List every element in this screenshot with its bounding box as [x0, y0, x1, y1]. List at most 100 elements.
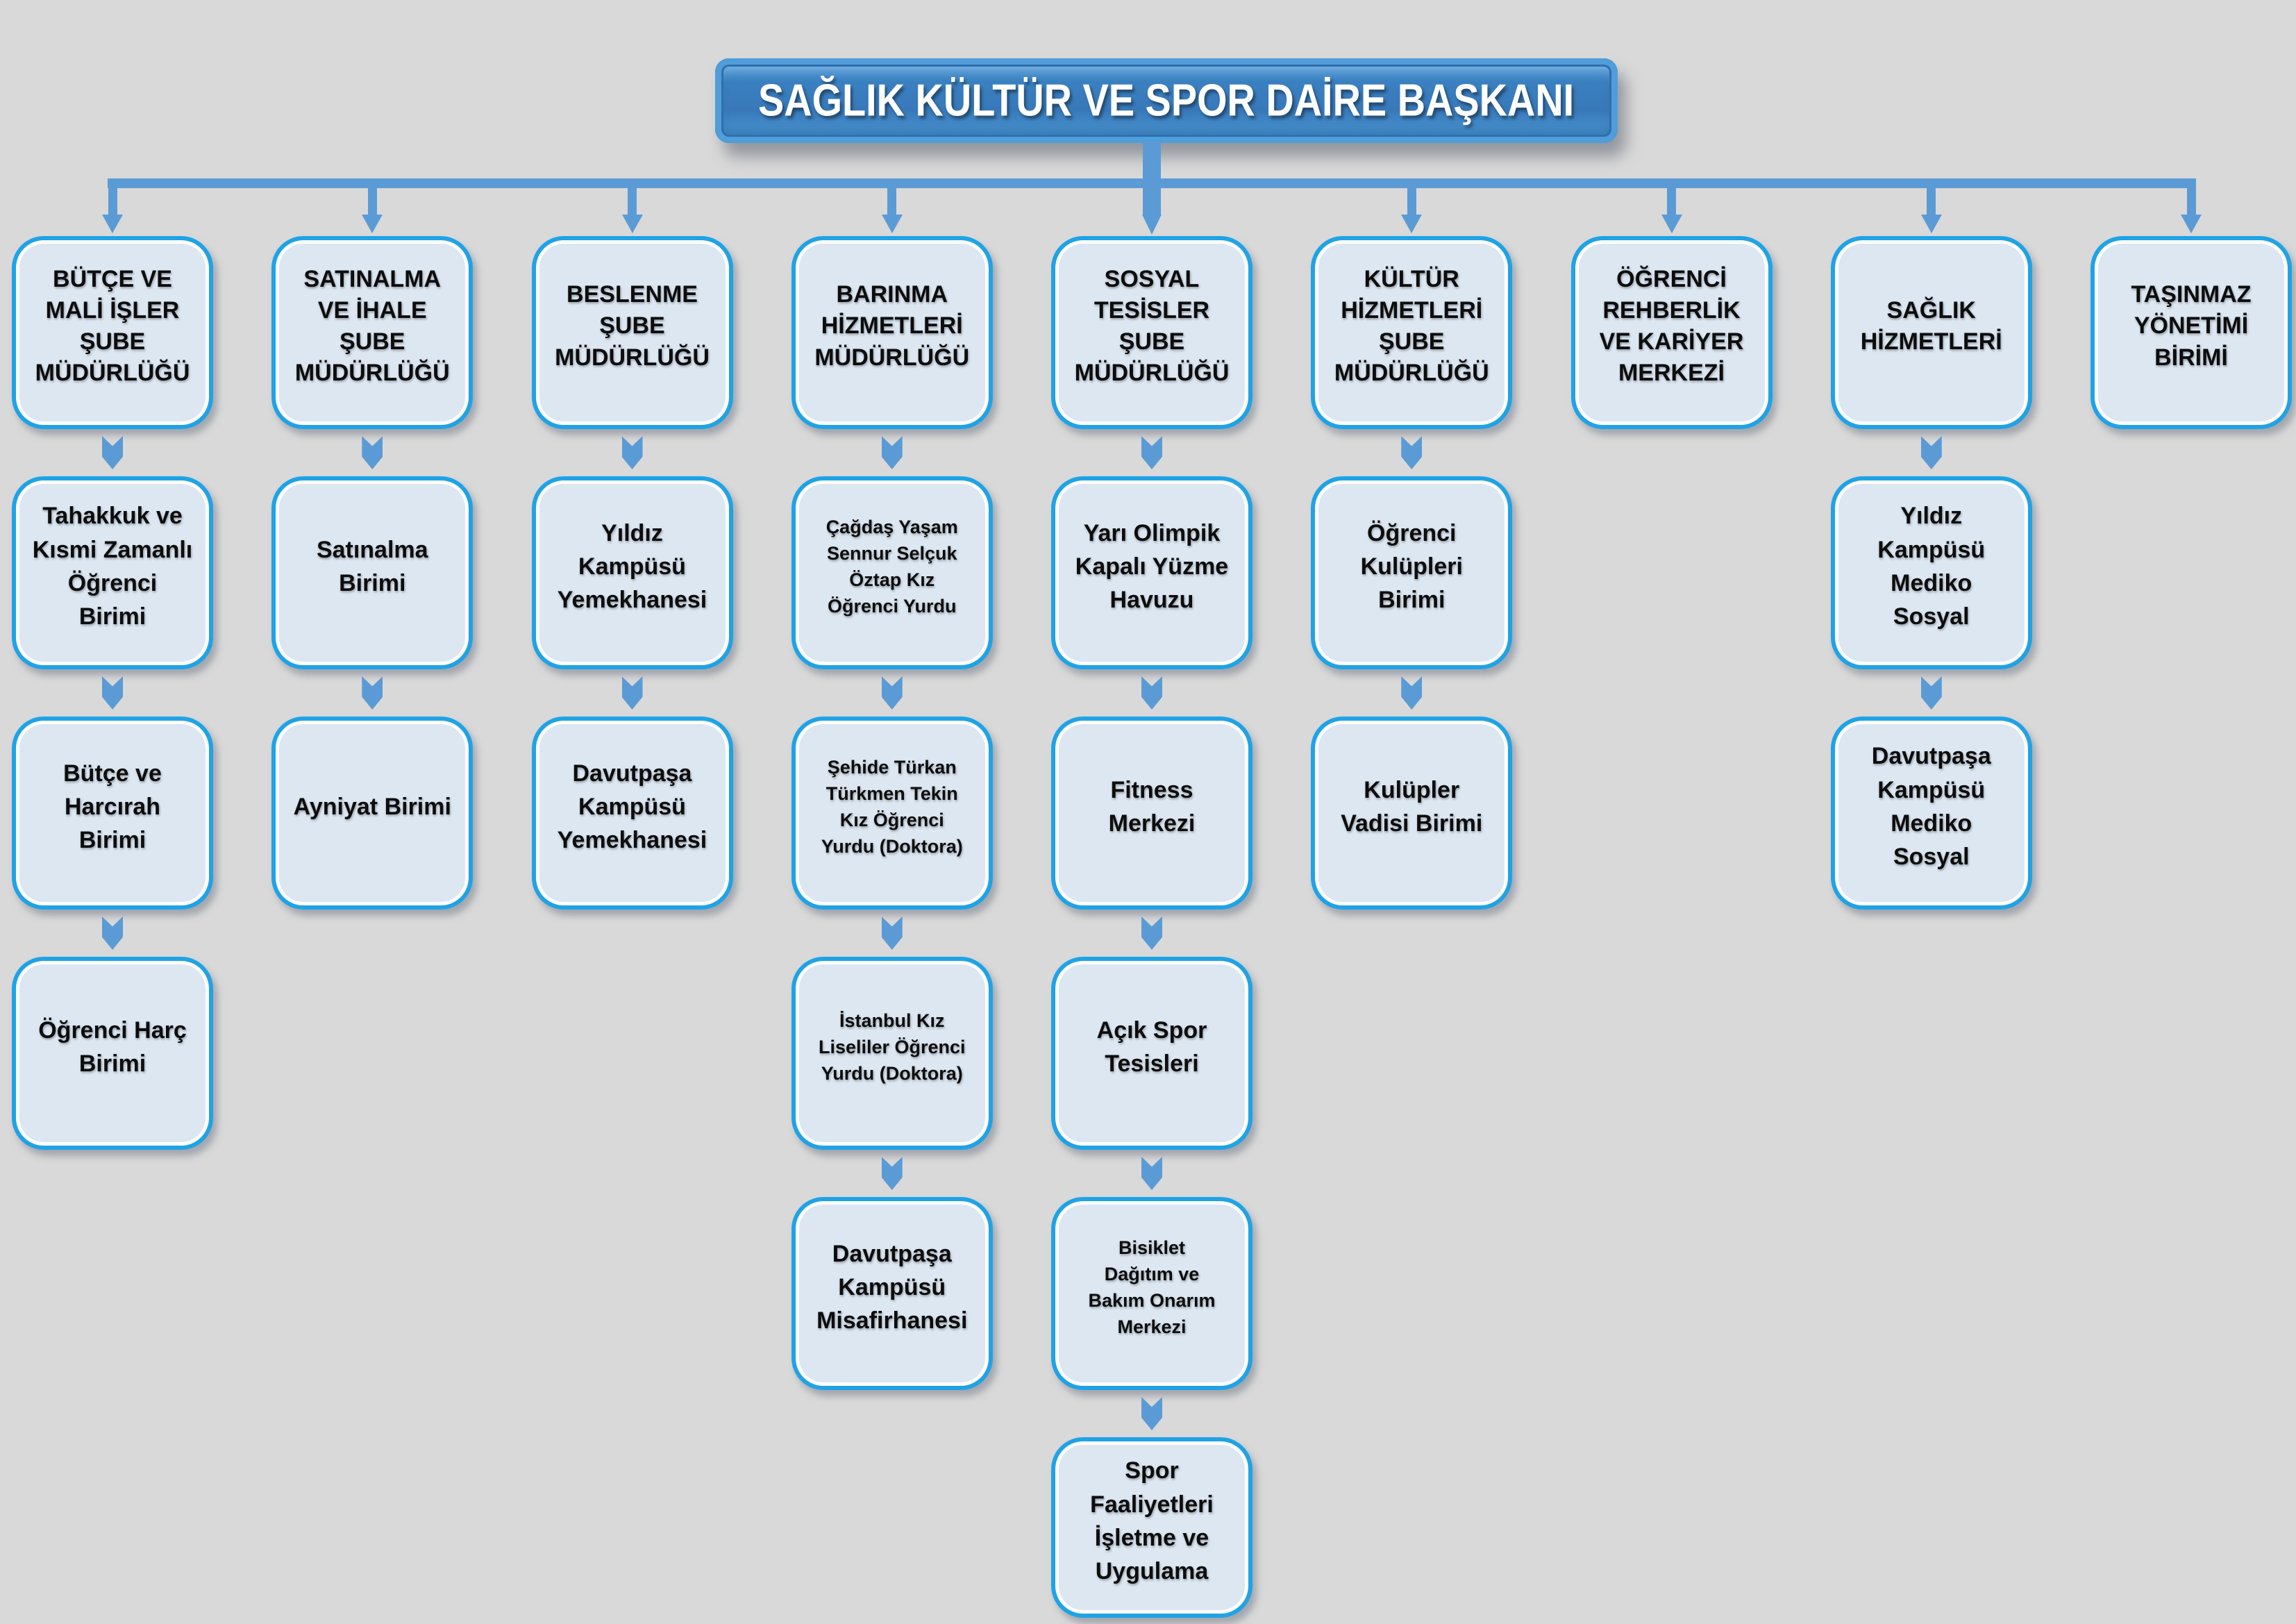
org-box-saglik-hizmetleri: SAĞLIK HİZMETLERİ — [1830, 236, 2032, 429]
chevron-down-connector — [621, 676, 643, 710]
org-box-saglik-hizmetleri-label: SAĞLIK HİZMETLERİ — [1860, 296, 2002, 355]
org-box-beslenme-child-2-label: Davutpaşa Kampüsü Yemekhanesi — [557, 760, 707, 854]
branch-drop-arrow-tip — [1920, 215, 1942, 233]
connector-gap — [1311, 429, 1512, 476]
chevron-down-connector — [362, 436, 383, 469]
org-box-kultur-hizmetleri-child-1: Öğrenci Kulüpleri Birimi — [1311, 476, 1513, 669]
org-box-barinma-hizmetleri-child-3: İstanbul Kız Liseliler Öğrenci Yurdu (Do… — [791, 957, 993, 1150]
branch-drop-line — [887, 185, 897, 216]
connector-gap — [1831, 429, 2032, 476]
branch-drop-arrow-tip — [102, 215, 123, 233]
org-box-kultur-hizmetleri-child-2: Kulüpler Vadisi Birimi — [1311, 717, 1513, 910]
org-box-barinma-hizmetleri-child-2: Şehide Türkan Türkmen Tekin Kız Öğrenci … — [791, 717, 993, 910]
chevron-down-connector — [1920, 676, 1942, 710]
org-box-satinalma-ve-ihale-child-2: Ayniyat Birimi — [271, 717, 474, 910]
chevron-down-connector — [102, 676, 123, 710]
org-box-barinma-hizmetleri-child-2-label: Şehide Türkan Türkmen Tekin Kız Öğrenci … — [821, 757, 963, 857]
org-column-tasinmaz-yonetimi: TAŞINMAZ YÖNETİMİ BİRİMİ — [2090, 236, 2292, 429]
branch-drop-line — [1667, 185, 1676, 216]
connector-gap — [532, 669, 733, 717]
org-box-sosyal-tesisler-child-3: Açık Spor Tesisleri — [1051, 957, 1252, 1150]
org-box-butce-ve-mali-isler-child-1: Tahakkuk ve Kısmi Zamanlı Öğrenci Birimi — [12, 476, 213, 669]
connector-gap — [1051, 669, 1252, 717]
connector-gap — [271, 669, 473, 717]
org-box-barinma-hizmetleri-child-1-label: Çağdaş Yaşam Sennur Selçuk Öztap Kız Öğr… — [826, 517, 958, 617]
org-box-sosyal-tesisler-child-2: Fitness Merkezi — [1051, 717, 1252, 910]
connector-gap — [791, 669, 993, 717]
connector-gap — [12, 429, 213, 476]
org-box-beslenme-label: BESLENME ŞUBE MÜDÜRLÜĞÜ — [555, 281, 710, 371]
org-box-tasinmaz-yonetimi-label: TAŞINMAZ YÖNETİMİ BİRİMİ — [2131, 281, 2252, 371]
branch-drop-line — [628, 185, 637, 216]
org-box-satinalma-ve-ihale-label: SATINALMA VE İHALE ŞUBE MÜDÜRLÜĞÜ — [294, 265, 450, 387]
org-column-barinma-hizmetleri: BARINMA HİZMETLERİ MÜDÜRLÜĞÜ Çağdaş Yaşam… — [791, 236, 993, 1390]
org-box-barinma-hizmetleri-child-1: Çağdaş Yaşam Sennur Selçuk Öztap Kız Öğr… — [791, 476, 993, 669]
org-box-satinalma-ve-ihale: SATINALMA VE İHALE ŞUBE MÜDÜRLÜĞÜ — [271, 236, 474, 429]
org-box-barinma-hizmetleri-child-4: Davutpaşa Kampüsü Misafirhanesi — [791, 1197, 993, 1390]
org-box-sosyal-tesisler-child-5: Spor Faaliyetleri İşletme ve Uygulama — [1051, 1437, 1252, 1618]
org-column-ogrenci-rehberlik-ve-kariyer: ÖĞRENCİ REHBERLİK VE KARİYER MERKEZİ — [1570, 236, 1773, 429]
org-box-beslenme-child-2: Davutpaşa Kampüsü Yemekhanesi — [531, 717, 733, 910]
chevron-down-connector — [1401, 436, 1423, 469]
org-box-butce-ve-mali-isler-child-2-label: Bütçe ve Harcırah Birimi — [63, 760, 162, 854]
branch-drop-arrow-tip — [362, 215, 383, 233]
branch-drop-arrow-tip — [881, 215, 903, 233]
branch-drop-arrow-tip — [1142, 215, 1162, 235]
org-box-satinalma-ve-ihale-child-2-label: Ayniyat Birimi — [293, 793, 451, 820]
chevron-down-connector — [1141, 676, 1162, 710]
connector-gap — [1051, 1390, 1252, 1437]
org-column-kultur-hizmetleri: KÜLTÜR HİZMETLERİ ŞUBE MÜDÜRLÜĞÜ Öğrenci … — [1311, 236, 1513, 910]
org-box-butce-ve-mali-isler: BÜTÇE VE MALİ İŞLER ŞUBE MÜDÜRLÜĞÜ — [12, 236, 213, 429]
org-box-butce-ve-mali-isler-child-3-label: Öğrenci Harç Birimi — [38, 1016, 187, 1077]
org-box-sosyal-tesisler-child-2-label: Fitness Merkezi — [1108, 776, 1196, 837]
branch-drop-line — [1407, 185, 1416, 216]
org-root-box: SAĞLIK KÜLTÜR VE SPOR DAİRE BAŞKANI — [715, 58, 1618, 143]
org-box-barinma-hizmetleri: BARINMA HİZMETLERİ MÜDÜRLÜĞÜ — [791, 236, 993, 429]
org-box-barinma-hizmetleri-child-4-label: Davutpaşa Kampüsü Misafirhanesi — [816, 1240, 968, 1334]
connector-gap — [532, 429, 733, 476]
org-box-kultur-hizmetleri-child-1-label: Öğrenci Kulüpleri Birimi — [1360, 519, 1463, 614]
connector-gap — [791, 429, 993, 476]
connector-gap — [12, 669, 213, 717]
chevron-down-connector — [1141, 1397, 1162, 1430]
connector-gap — [12, 910, 213, 957]
org-box-sosyal-tesisler-child-3-label: Açık Spor Tesisleri — [1096, 1016, 1207, 1077]
org-box-butce-ve-mali-isler-child-2: Bütçe ve Harcırah Birimi — [12, 717, 213, 910]
branch-drop-arrow-tip — [1661, 215, 1682, 233]
chevron-down-connector — [1401, 676, 1423, 710]
org-box-beslenme: BESLENME ŞUBE MÜDÜRLÜĞÜ — [531, 236, 733, 429]
org-box-sosyal-tesisler-child-4: Bisiklet Dağıtım ve Bakım Onarım Merkezi — [1051, 1197, 1252, 1390]
connector-gap — [1051, 910, 1252, 957]
org-column-butce-ve-mali-isler: BÜTÇE VE MALİ İŞLER ŞUBE MÜDÜRLÜĞÜ Tahakk… — [12, 236, 213, 1150]
org-box-kultur-hizmetleri: KÜLTÜR HİZMETLERİ ŞUBE MÜDÜRLÜĞÜ — [1311, 236, 1513, 429]
org-box-butce-ve-mali-isler-child-3: Öğrenci Harç Birimi — [12, 957, 213, 1150]
branch-drop-line — [108, 185, 117, 216]
chevron-down-connector — [1920, 436, 1942, 469]
org-box-sosyal-tesisler: SOSYAL TESİSLER ŞUBE MÜDÜRLÜĞÜ — [1051, 236, 1252, 429]
connector-gap — [791, 1150, 993, 1197]
branch-drop-arrow-tip — [1401, 215, 1423, 233]
connector-gap — [1311, 669, 1512, 717]
org-column-beslenme: BESLENME ŞUBE MÜDÜRLÜĞÜ Yıldız Kampüsü Ye… — [531, 236, 733, 910]
org-box-tasinmaz-yonetimi: TAŞINMAZ YÖNETİMİ BİRİMİ — [2090, 236, 2292, 429]
org-box-beslenme-child-1-label: Yıldız Kampüsü Yemekhanesi — [557, 519, 707, 614]
chevron-down-connector — [621, 436, 643, 469]
branch-drop-arrow-tip — [2181, 215, 2202, 233]
connector-gap — [791, 910, 993, 957]
org-box-saglik-hizmetleri-child-1: Yıldız Kampüsü Mediko Sosyal — [1830, 476, 2032, 669]
org-column-satinalma-ve-ihale: SATINALMA VE İHALE ŞUBE MÜDÜRLÜĞÜ Satınal… — [271, 236, 474, 910]
chevron-down-connector — [362, 676, 383, 710]
branch-drop-line — [1143, 185, 1161, 216]
org-box-saglik-hizmetleri-child-1-label: Yıldız Kampüsü Mediko Sosyal — [1877, 503, 1986, 630]
org-box-satinalma-ve-ihale-child-1-label: Satınalma Birimi — [316, 536, 428, 596]
org-box-butce-ve-mali-isler-label: BÜTÇE VE MALİ İŞLER ŞUBE MÜDÜRLÜĞÜ — [35, 265, 190, 387]
chevron-down-connector — [881, 1157, 903, 1190]
chevron-down-connector — [881, 916, 903, 950]
branch-drop-line — [1927, 185, 1936, 216]
branch-drop-line — [367, 185, 377, 216]
connector-gap — [1051, 429, 1252, 476]
connector-gap — [271, 429, 473, 476]
org-root-title: SAĞLIK KÜLTÜR VE SPOR DAİRE BAŞKANI — [758, 75, 1575, 126]
org-box-butce-ve-mali-isler-child-1-label: Tahakkuk ve Kısmi Zamanlı Öğrenci Birimi — [32, 503, 193, 630]
